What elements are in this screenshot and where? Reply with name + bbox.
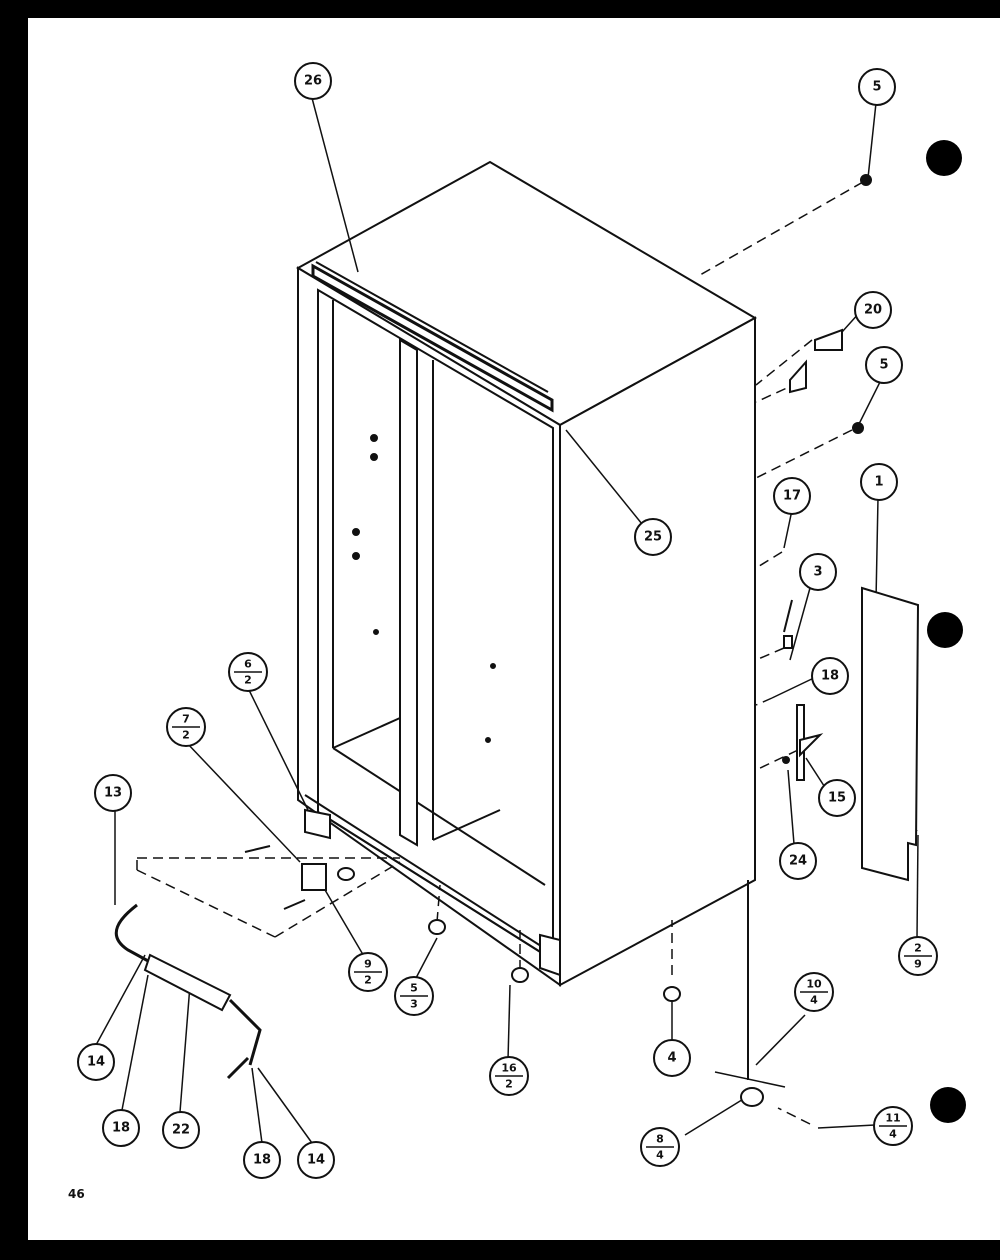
fraction-bottom: 9 bbox=[914, 958, 922, 971]
callout-circle bbox=[297, 1141, 335, 1179]
callout-circle bbox=[818, 779, 856, 817]
callout-label: 5 bbox=[879, 358, 888, 373]
callout-label: 4 bbox=[667, 1051, 676, 1066]
fraction-callout-9-2: 92 bbox=[348, 952, 388, 992]
leader-lines bbox=[95, 97, 919, 1144]
fraction-callout-5-3: 53 bbox=[394, 976, 434, 1016]
callout-22: 22 bbox=[162, 1111, 200, 1149]
fraction-top: 9 bbox=[364, 958, 372, 971]
callout-circle bbox=[634, 518, 672, 556]
callout-label: 25 bbox=[644, 530, 662, 545]
callout-3: 3 bbox=[799, 553, 837, 591]
callout-4: 4 bbox=[653, 1039, 691, 1077]
callout-5: 5 bbox=[858, 68, 896, 106]
callout-label: 15 bbox=[828, 791, 846, 806]
callout-label: 26 bbox=[304, 74, 322, 89]
refrigerator-cabinet bbox=[295, 160, 758, 987]
callout-14: 14 bbox=[297, 1141, 335, 1179]
callout-circle bbox=[77, 1043, 115, 1081]
callout-circle bbox=[865, 346, 903, 384]
fraction-top: 10 bbox=[806, 978, 822, 991]
fraction-top: 7 bbox=[182, 713, 190, 726]
fraction-bottom: 2 bbox=[364, 974, 372, 987]
callout-label: 24 bbox=[789, 854, 807, 869]
callout-17: 17 bbox=[773, 477, 811, 515]
callout-circle bbox=[799, 553, 837, 591]
callout-26: 26 bbox=[294, 62, 332, 100]
callout-circle bbox=[811, 657, 849, 695]
callout-1: 1 bbox=[860, 463, 898, 501]
callout-circle bbox=[162, 1111, 200, 1149]
fraction-bottom: 4 bbox=[810, 994, 818, 1007]
fraction-bottom: 3 bbox=[410, 998, 418, 1011]
callout-label: 3 bbox=[813, 565, 822, 580]
callout-circle bbox=[653, 1039, 691, 1077]
callout-20: 20 bbox=[854, 291, 892, 329]
fraction-bottom: 4 bbox=[656, 1149, 664, 1162]
callout-circle bbox=[94, 774, 132, 812]
fraction-callout-6-2: 62 bbox=[228, 652, 268, 692]
callout-label: 18 bbox=[821, 669, 839, 684]
callout-label: 18 bbox=[253, 1153, 271, 1168]
fraction-top: 16 bbox=[501, 1062, 517, 1075]
callout-label: 1 bbox=[874, 475, 883, 490]
callout-circle bbox=[860, 463, 898, 501]
callout-label: 5 bbox=[872, 80, 881, 95]
callout-label: 17 bbox=[783, 489, 801, 504]
callout-5: 5 bbox=[865, 346, 903, 384]
registration-mark bbox=[927, 612, 963, 648]
page-number: 46 bbox=[68, 1187, 85, 1201]
fraction-callout-16-2: 162 bbox=[489, 1056, 529, 1096]
fraction-callout-11-4: 114 bbox=[873, 1106, 913, 1146]
fraction-bottom: 2 bbox=[505, 1078, 513, 1091]
fraction-callout-7-2: 72 bbox=[166, 707, 206, 747]
registration-mark bbox=[926, 140, 962, 176]
callout-18: 18 bbox=[243, 1141, 281, 1179]
callout-label: 14 bbox=[307, 1153, 325, 1168]
fraction-top: 11 bbox=[885, 1112, 900, 1125]
callout-label: 14 bbox=[87, 1055, 105, 1070]
fraction-callout-2-9: 29 bbox=[898, 936, 938, 976]
callout-circle bbox=[773, 477, 811, 515]
callout-18: 18 bbox=[102, 1109, 140, 1147]
callout-label: 18 bbox=[112, 1121, 130, 1136]
fraction-bottom: 4 bbox=[889, 1128, 897, 1141]
small-parts bbox=[114, 174, 920, 1107]
fraction-bottom: 2 bbox=[182, 729, 190, 742]
callout-13: 13 bbox=[94, 774, 132, 812]
callout-circle bbox=[858, 68, 896, 106]
callout-24: 24 bbox=[779, 842, 817, 880]
callout-circle bbox=[779, 842, 817, 880]
registration-mark bbox=[930, 1087, 966, 1123]
callout-14: 14 bbox=[77, 1043, 115, 1081]
callout-18: 18 bbox=[811, 657, 849, 695]
callout-label: 13 bbox=[104, 786, 122, 801]
fraction-top: 5 bbox=[410, 982, 418, 995]
fraction-top: 8 bbox=[656, 1133, 664, 1146]
callout-circle bbox=[102, 1109, 140, 1147]
fraction-callout-8-4: 84 bbox=[640, 1127, 680, 1167]
callout-circle bbox=[243, 1141, 281, 1179]
fraction-callout-10-4: 104 bbox=[794, 972, 834, 1012]
callout-label: 20 bbox=[864, 303, 882, 318]
callout-circle bbox=[854, 291, 892, 329]
callout-circle bbox=[294, 62, 332, 100]
fraction-top: 2 bbox=[914, 942, 922, 955]
fraction-top: 6 bbox=[244, 658, 252, 671]
fraction-bottom: 2 bbox=[244, 674, 252, 687]
callout-25: 25 bbox=[634, 518, 672, 556]
callout-15: 15 bbox=[818, 779, 856, 817]
callout-label: 22 bbox=[172, 1123, 190, 1138]
